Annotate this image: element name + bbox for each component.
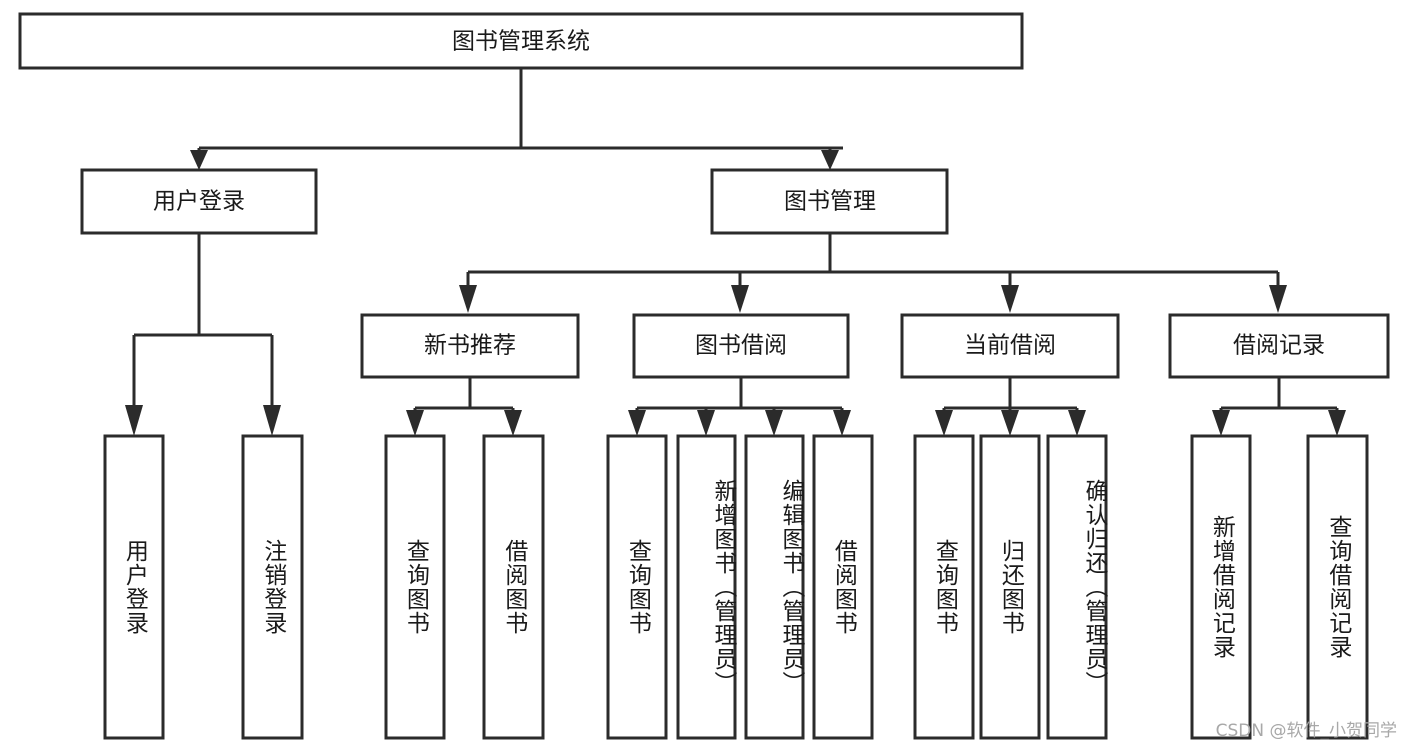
arrowhead-leaf-borrow-book-2 — [833, 410, 851, 436]
node-new-book-recommend-label: 新书推荐 — [424, 333, 516, 359]
node-book-manage[interactable]: 图书管理 — [710, 168, 949, 235]
leaf-boxes — [103, 434, 1369, 740]
arrowhead-leaf-return-book — [1001, 410, 1019, 436]
arrowhead-book-borrow — [731, 285, 749, 313]
node-current-borrow-box[interactable] — [900, 313, 1120, 379]
leaf-confirm-return-box[interactable] — [1046, 434, 1108, 740]
leaf-logout-login-box[interactable] — [241, 434, 304, 740]
arrowhead-leaf-user-login — [125, 405, 143, 436]
connectors — [125, 68, 1346, 436]
arrowhead-new-book-recommend — [459, 285, 477, 313]
node-root[interactable]: 图书管理系统 — [18, 12, 1024, 70]
node-borrow-record-label: 借阅记录 — [1233, 333, 1325, 359]
node-book-borrow-box[interactable] — [632, 313, 850, 379]
leaf-query-book-3-box[interactable] — [913, 434, 975, 740]
leaf-borrow-book-2-box[interactable] — [812, 434, 874, 740]
leaf-add-book-box[interactable] — [676, 434, 737, 740]
leaf-query-book-2-box[interactable] — [606, 434, 668, 740]
node-borrow-record-box[interactable] — [1168, 313, 1390, 379]
arrowhead-leaf-query-record — [1328, 410, 1346, 436]
node-book-manage-box[interactable] — [710, 168, 949, 235]
node-current-borrow-label: 当前借阅 — [964, 333, 1056, 359]
arrowhead-leaf-confirm-return — [1068, 410, 1086, 436]
arrowhead-current-borrow — [1001, 285, 1019, 313]
node-user-login[interactable]: 用户登录 — [80, 168, 318, 235]
arrowhead-user-login — [190, 150, 208, 170]
arrowhead-leaf-query-book-2 — [628, 410, 646, 436]
leaf-edit-book-box[interactable] — [744, 434, 805, 740]
arrowhead-book-manage — [821, 150, 839, 170]
arrowhead-leaf-logout-login — [263, 405, 281, 436]
arrowhead-leaf-query-book-3 — [935, 410, 953, 436]
leaf-add-record-box[interactable] — [1190, 434, 1252, 740]
leaf-borrow-book-1-box[interactable] — [482, 434, 545, 740]
leaf-query-book-1-box[interactable] — [384, 434, 446, 740]
node-user-login-box[interactable] — [80, 168, 318, 235]
node-book-borrow[interactable]: 图书借阅 — [632, 313, 850, 379]
arrowhead-leaf-borrow-book-1 — [504, 410, 522, 436]
leaf-user-login-box[interactable] — [103, 434, 165, 740]
node-book-borrow-label: 图书借阅 — [695, 333, 787, 359]
node-borrow-record[interactable]: 借阅记录 — [1168, 313, 1390, 379]
node-user-login-label: 用户登录 — [153, 189, 245, 215]
node-new-book-recommend-box[interactable] — [360, 313, 580, 379]
arrowhead-leaf-edit-book — [765, 410, 783, 436]
arrowhead-leaf-add-book — [697, 410, 715, 436]
node-root-label: 图书管理系统 — [452, 29, 590, 55]
arrowhead-leaf-query-book-1 — [406, 410, 424, 436]
arrowhead-borrow-record — [1269, 285, 1287, 313]
node-new-book-recommend[interactable]: 新书推荐 — [360, 313, 580, 379]
csdn-watermark: CSDN @软件_小贺同学 — [1215, 721, 1397, 741]
node-current-borrow[interactable]: 当前借阅 — [900, 313, 1120, 379]
node-root-box[interactable] — [18, 12, 1024, 70]
leaf-return-book-box[interactable] — [979, 434, 1041, 740]
arrowhead-leaf-add-record — [1212, 410, 1230, 436]
node-book-manage-label: 图书管理 — [784, 189, 876, 215]
leaf-query-record-box[interactable] — [1306, 434, 1369, 740]
